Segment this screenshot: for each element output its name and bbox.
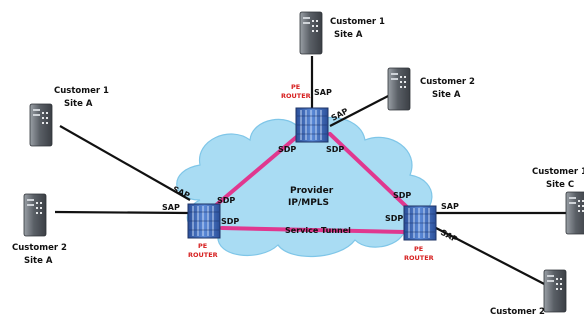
sap-label: SAP <box>441 202 459 211</box>
server-tower-icon <box>565 191 584 235</box>
sdp-label: SDP <box>221 217 239 226</box>
server-tower-icon <box>387 67 411 111</box>
site-label-line1: Customer 2 <box>420 77 475 87</box>
cloud-label-line2: IP/MPLS <box>288 198 329 208</box>
sap-label: SAP <box>162 203 180 212</box>
site-label-line1: Customer 1 <box>54 86 109 96</box>
site-label-line2: Site C <box>546 180 574 190</box>
pe-router-icon <box>187 203 221 239</box>
site-label-line1: Customer 2 <box>12 243 67 253</box>
sdp-label: SDP <box>217 196 235 205</box>
site-label-line2: Site A <box>64 99 93 109</box>
server-tower-icon <box>543 269 567 313</box>
router-label-top-line2: ROUTER <box>281 92 311 100</box>
service-tunnels <box>213 132 412 234</box>
pe-router-icon <box>403 205 437 241</box>
site-label-line2: Site A <box>24 256 53 266</box>
provider-cloud <box>176 117 433 257</box>
sap-label: SAP <box>314 88 332 97</box>
pe-router-icon <box>295 107 329 143</box>
server-tower-icon <box>23 193 47 237</box>
sdp-label: SDP <box>393 191 411 200</box>
site-label-line1: Customer 1 <box>330 17 385 27</box>
router-label-top-line1: PE <box>291 83 300 91</box>
site-label-line2: Site A <box>334 30 363 40</box>
sap-label: SAP <box>439 228 459 244</box>
service-tunnel-label: Service Tunnel <box>285 226 351 235</box>
sdp-label: SDP <box>385 214 403 223</box>
server-tower-icon <box>299 11 323 55</box>
router-label-right-line2: ROUTER <box>404 254 434 262</box>
router-label-right-line1: PE <box>414 245 423 253</box>
router-label-left-line2: ROUTER <box>188 251 218 259</box>
cloud-label-line1: Provider <box>290 186 334 196</box>
sdp-label: SDP <box>278 145 296 154</box>
access-links <box>54 56 568 289</box>
server-tower-icon <box>29 103 53 147</box>
sdp-label: SDP <box>326 145 344 154</box>
site-label-line1: Customer 2 <box>490 307 545 317</box>
router-label-left-line1: PE <box>198 242 207 250</box>
site-label-line1: Customer 1 <box>532 167 584 177</box>
site-label-line2: Site A <box>432 90 461 100</box>
